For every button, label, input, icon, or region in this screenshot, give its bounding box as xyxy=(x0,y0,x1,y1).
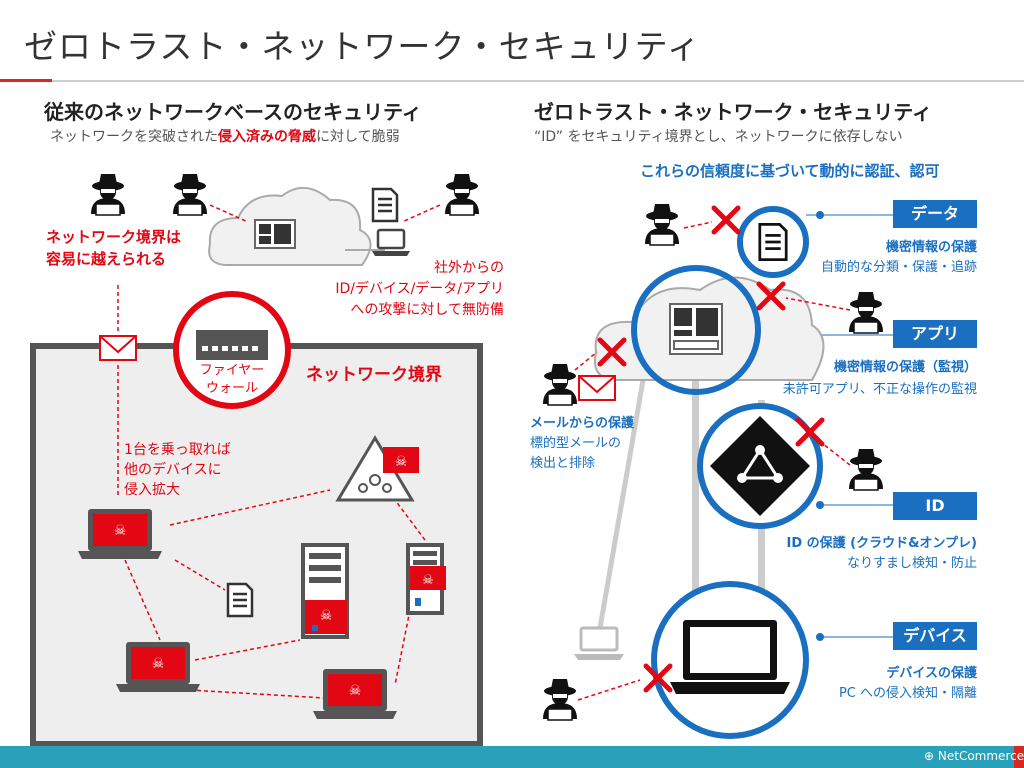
slide-title: ゼロトラスト・ネットワーク・セキュリティ xyxy=(24,27,701,66)
left-heading: 従来のネットワークベースのセキュリティ xyxy=(44,100,422,124)
firewall-label-line: ファイヤー xyxy=(199,363,265,378)
mail-note-line: 標的型メールの xyxy=(530,436,622,451)
attack-note-line: への攻撃に対して無防備 xyxy=(350,302,504,318)
footer-accent xyxy=(1014,746,1024,768)
footer-logo: ⊕ NetCommerce xyxy=(924,749,1024,763)
device-laptop-icon xyxy=(670,620,790,694)
left-sub-before: ネットワークを突破された xyxy=(50,129,218,145)
hacker-icon xyxy=(644,203,680,246)
attack-note: 社外からの ID/デバイス/データ/アプリ への攻撃に対して無防備 xyxy=(298,258,504,321)
user-group-icon: ☠ xyxy=(335,435,419,502)
footer-bar xyxy=(0,746,1024,768)
svg-text:☠: ☠ xyxy=(422,573,434,588)
panel-app-line1: 機密情報の保護（監視） xyxy=(833,360,977,375)
spread-note-line: 1台を乗っ取れば xyxy=(124,442,231,458)
hacker-icon xyxy=(542,678,578,721)
firewall-label-line: ウォール xyxy=(205,381,258,396)
mail-note: メールからの保護 標的型メールの 検出と排除 xyxy=(530,414,634,474)
mail-note-line: メールからの保護 xyxy=(530,416,635,431)
hacker-icon xyxy=(172,173,208,216)
laptop-small-left xyxy=(372,228,410,256)
mail-icon xyxy=(99,335,137,361)
mail-note-line: 検出と排除 xyxy=(530,456,596,471)
attack-note-line: 社外からの xyxy=(434,260,504,276)
document-icon xyxy=(371,187,399,223)
globe-icon: ⊕ xyxy=(924,749,935,763)
spread-note-line: 侵入拡大 xyxy=(124,482,180,498)
panel-data-line2: 自動的な分類・保護・追跡 xyxy=(820,260,977,275)
boundary-note-line: 容易に越えられる xyxy=(46,250,167,268)
boundary-note: ネットワーク境界は 容易に越えられる xyxy=(46,226,181,270)
trust-note: これらの信頼度に基づいて動的に認証、認可 xyxy=(640,162,940,180)
boundary-label: ネットワーク境界 xyxy=(306,365,442,385)
document-icon xyxy=(226,582,254,618)
panel-device-line1: デバイスの保護 xyxy=(886,666,977,681)
right-subheading: “ID” をセキュリティ境界とし、ネットワークに依存しない xyxy=(534,129,903,145)
cloud-left xyxy=(208,187,372,266)
spread-note: 1台を乗っ取れば 他のデバイスに 侵入拡大 xyxy=(124,440,231,500)
panel-device-title: デバイス xyxy=(893,622,977,650)
id-diamond-icon xyxy=(710,416,810,516)
title-divider xyxy=(0,80,1024,82)
panel-id-line1: ID の保護 (クラウド&オンプレ) xyxy=(786,536,977,551)
title-accent xyxy=(0,79,52,82)
boundary-note-line: ネットワーク境界は xyxy=(46,228,182,246)
panel-data-title: データ xyxy=(893,200,977,228)
firewall-device xyxy=(196,330,268,360)
infected-laptop-icon xyxy=(116,642,200,692)
laptop-small-right xyxy=(574,626,624,660)
hacker-icon xyxy=(542,363,578,406)
hacker-icon xyxy=(848,448,884,491)
app-ring xyxy=(631,265,761,395)
right-heading: ゼロトラスト・ネットワーク・セキュリティ xyxy=(534,100,932,124)
panel-id-title: ID xyxy=(893,492,977,520)
left-sub-emph: 侵入済みの脅威 xyxy=(218,129,316,145)
infected-server-badge: ☠ xyxy=(305,600,347,634)
svg-text:☠: ☠ xyxy=(395,454,408,470)
mail-icon xyxy=(578,375,616,401)
footer-logo-text: NetCommerce xyxy=(937,749,1024,763)
panel-data-line1: 機密情報の保護 xyxy=(885,240,977,255)
infected-server-badge: ☠ xyxy=(410,566,446,606)
panel-device-line2: PC への侵入検知・隔離 xyxy=(838,686,977,701)
svg-text:☠: ☠ xyxy=(320,608,333,624)
firewall-label: ファイヤー ウォール xyxy=(190,362,274,398)
blocked-x-icon xyxy=(714,208,738,232)
panel-id-line2: なりすまし検知・防止 xyxy=(846,556,977,571)
spread-note-line: 他のデバイスに xyxy=(124,462,222,478)
data-document-icon xyxy=(758,223,788,261)
left-sub-after: に対して脆弱 xyxy=(316,129,400,145)
panel-app-line2: 未許可アプリ、不正な操作の監視 xyxy=(782,382,977,397)
hacker-icon xyxy=(444,173,480,216)
panel-app-title: アプリ xyxy=(893,320,977,348)
infected-laptop-icon xyxy=(78,509,162,559)
hacker-icon xyxy=(90,173,126,216)
attack-note-line: ID/デバイス/データ/アプリ xyxy=(335,281,504,297)
infected-laptop-icon xyxy=(313,669,397,719)
left-subheading: ネットワークを突破された侵入済みの脅威に対して脆弱 xyxy=(50,126,400,146)
app-icon xyxy=(669,303,723,355)
hacker-icon xyxy=(848,291,884,334)
